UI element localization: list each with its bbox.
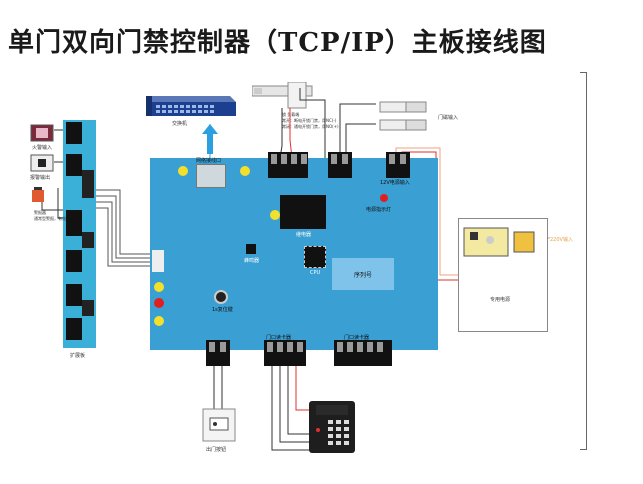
reset-label: 1s复位键 bbox=[212, 307, 233, 313]
alarm-output-label: 报警输出 bbox=[30, 175, 51, 181]
serial-number-label: 序列号 bbox=[332, 258, 394, 290]
frame-line bbox=[580, 72, 587, 450]
exit-button-label: 出门按钮 bbox=[206, 447, 227, 453]
ext-terminal-5[interactable] bbox=[66, 284, 82, 306]
up-arrow-icon bbox=[202, 124, 218, 154]
door-reader-label: 门口读卡器 bbox=[266, 335, 292, 341]
cpu-chip bbox=[304, 246, 326, 268]
exit-button-terminal[interactable] bbox=[206, 340, 230, 366]
reader-2-terminal[interactable] bbox=[334, 340, 392, 366]
fire-input-label: 火警输入 bbox=[32, 145, 53, 151]
ext-terminal-6[interactable] bbox=[66, 318, 82, 340]
exit-button-icon bbox=[202, 408, 236, 442]
ext-terminal-1[interactable] bbox=[66, 122, 82, 144]
led-left-2 bbox=[154, 298, 164, 308]
cpu-label: CPU bbox=[310, 270, 321, 276]
lock-terminal[interactable] bbox=[268, 152, 308, 178]
ac-input-label: 220V输入 bbox=[550, 237, 573, 243]
led-yellow-2 bbox=[240, 166, 250, 176]
door-contact-label: 门磁输入 bbox=[438, 115, 459, 121]
network-port-label: 网络接线口 bbox=[196, 158, 222, 164]
alarm-desc-2: 通常型警报，有效 bbox=[34, 216, 66, 221]
siren-icon bbox=[32, 187, 44, 202]
door-contact-terminal[interactable] bbox=[328, 152, 352, 178]
network-switch-icon bbox=[146, 96, 236, 116]
reader-terminal[interactable] bbox=[264, 340, 306, 366]
buzzer-label: 蜂鸣器 bbox=[244, 258, 260, 264]
ext-terminal-3[interactable] bbox=[66, 210, 82, 236]
network-port[interactable] bbox=[196, 164, 226, 188]
led-yellow-3 bbox=[270, 210, 280, 220]
alarm-switch-icon bbox=[30, 154, 54, 172]
ext-relay-1 bbox=[82, 170, 94, 198]
ext-terminal-4[interactable] bbox=[66, 250, 82, 272]
switch-label: 交换机 bbox=[172, 121, 188, 127]
reset-button[interactable] bbox=[214, 290, 228, 304]
ext-board-label: 扩展板 bbox=[70, 353, 86, 359]
power-indicator-label: 电源指示灯 bbox=[366, 207, 392, 213]
buzzer bbox=[246, 244, 256, 254]
power-led bbox=[380, 194, 388, 202]
magnetic-lock-icon bbox=[252, 82, 313, 109]
led-left-3 bbox=[154, 316, 164, 326]
power-terminal[interactable] bbox=[386, 152, 410, 178]
power-input-label: 12V电源输入 bbox=[380, 180, 410, 186]
dedicated-power-label: 专用电源 bbox=[490, 297, 511, 303]
power-supply-icon bbox=[463, 227, 535, 257]
door-sensor-icon bbox=[379, 101, 427, 131]
led-yellow-1 bbox=[178, 166, 188, 176]
led-left-1 bbox=[154, 282, 164, 292]
door-reader-2-label: 门口读卡器 bbox=[344, 335, 370, 341]
page-title: 单门双向门禁控制器（TCP/IP）主板接线图 bbox=[8, 28, 547, 58]
card-reader-icon bbox=[309, 401, 355, 453]
ext-header[interactable] bbox=[152, 250, 164, 272]
ext-relay-2 bbox=[82, 232, 94, 248]
fire-alarm-icon bbox=[30, 124, 54, 142]
alarm-desc-1: 警报器 bbox=[34, 210, 46, 215]
controller-board bbox=[150, 158, 438, 350]
ext-terminal-2[interactable] bbox=[66, 154, 82, 176]
relay-chip bbox=[280, 195, 326, 229]
lock-desc-2: 常闭：通电开锁门禁，用NO(+) bbox=[282, 124, 339, 129]
ext-relay-3 bbox=[82, 300, 94, 316]
relay-label: 继电器 bbox=[296, 232, 312, 238]
